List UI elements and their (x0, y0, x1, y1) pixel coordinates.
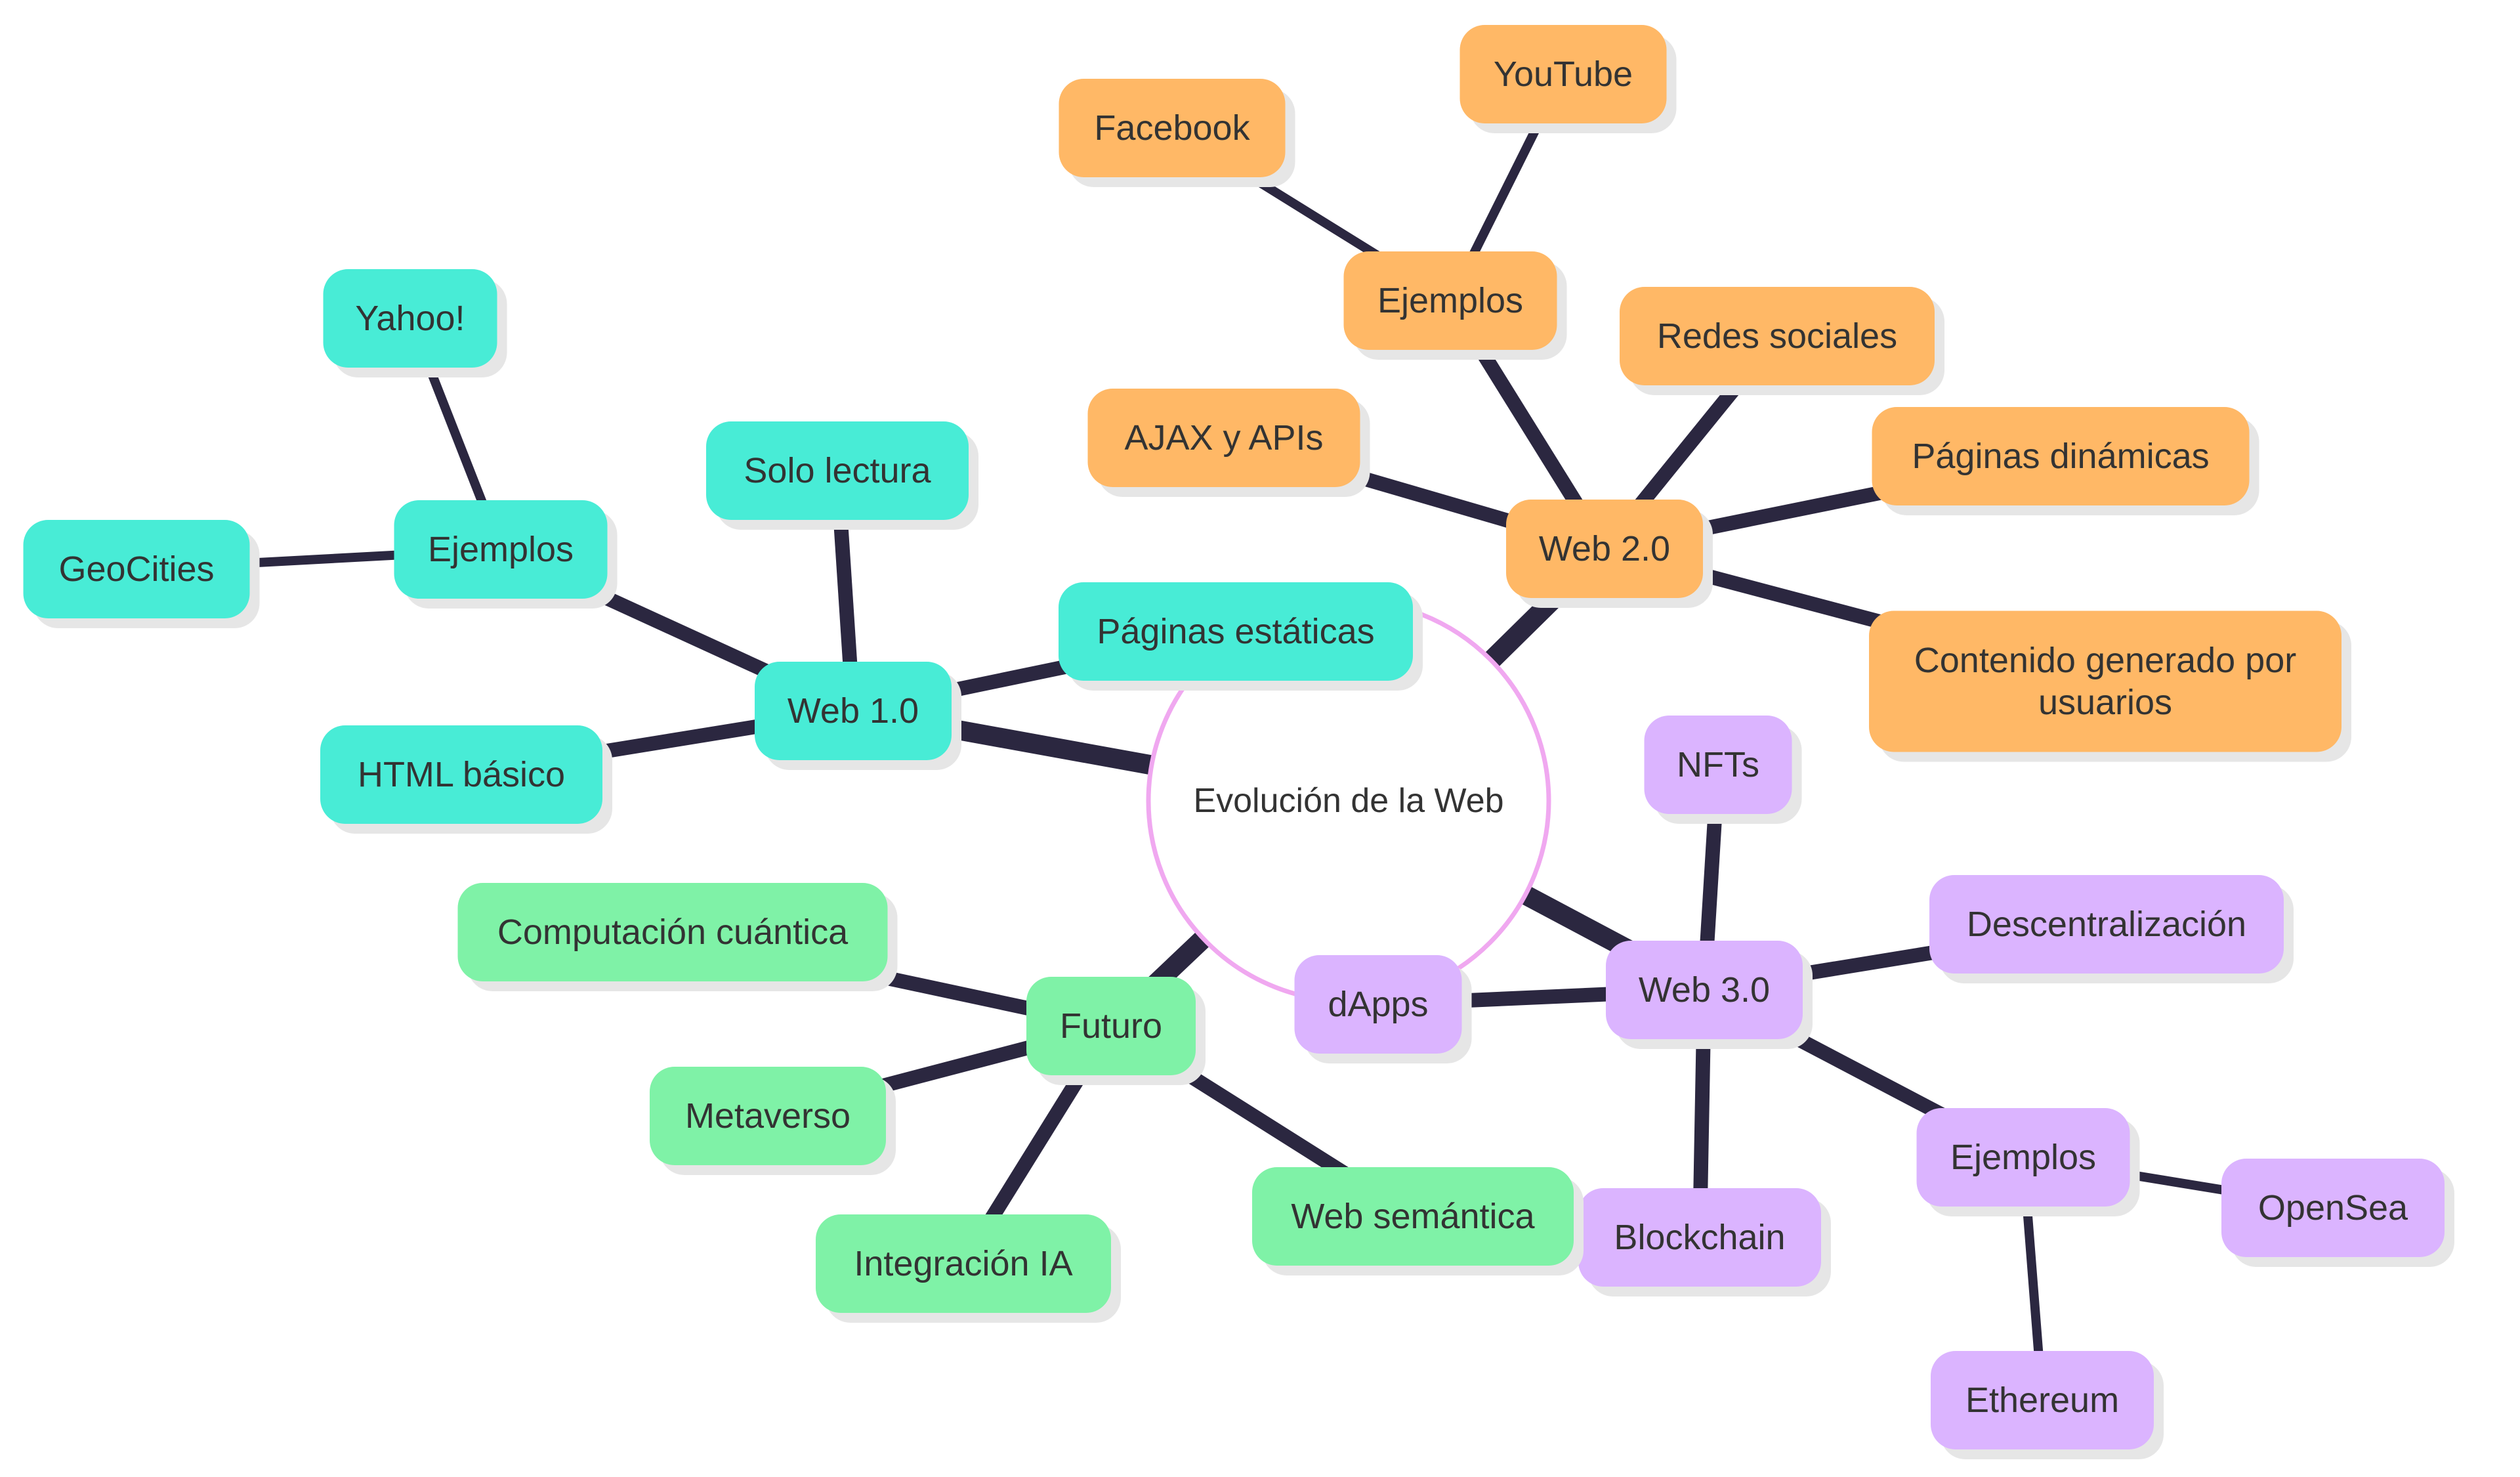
node-label: Ejemplos (1950, 1138, 2096, 1177)
node-label: Ejemplos (1377, 281, 1523, 320)
node-box (1869, 610, 2342, 752)
node-web2[interactable]: Web 2.0 (1506, 500, 1713, 608)
node-label: Redes sociales (1657, 316, 1897, 356)
node-futuro_cuantica[interactable]: Computación cuántica (457, 883, 898, 991)
node-label: HTML básico (358, 755, 565, 794)
node-box (1059, 582, 1413, 681)
node-web1_solo[interactable]: Solo lectura (706, 421, 978, 530)
node-label: Integración IA (854, 1244, 1072, 1283)
node-box (1578, 1188, 1821, 1287)
node-futuro_semantica[interactable]: Web semántica (1252, 1167, 1584, 1275)
node-box (1644, 716, 1792, 814)
node-label: Web 2.0 (1539, 529, 1670, 568)
node-box (1929, 875, 2284, 974)
node-label: Yahoo! (355, 299, 465, 338)
node-label: Web 3.0 (1639, 970, 1770, 1010)
node-box (2221, 1159, 2445, 1257)
node-label: YouTube (1494, 54, 1633, 94)
node-box (1606, 941, 1803, 1039)
node-web3_descentral[interactable]: Descentralización (1929, 875, 2294, 983)
node-web1_html[interactable]: HTML básico (320, 725, 612, 834)
node-root-label: Evolución de la Web (1193, 782, 1503, 820)
node-box (816, 1214, 1111, 1313)
node-label: Facebook (1094, 108, 1250, 148)
node-web1_ejemplos[interactable]: Ejemplos (394, 500, 618, 609)
node-web3[interactable]: Web 3.0 (1606, 941, 1813, 1049)
node-web1_yahoo[interactable]: Yahoo! (323, 269, 507, 377)
node-futuro[interactable]: Futuro (1026, 977, 1206, 1085)
node-box (755, 662, 952, 760)
node-web3_opensea[interactable]: OpenSea (2221, 1159, 2454, 1267)
node-web2_ajax[interactable]: AJAX y APIs (1087, 389, 1370, 497)
node-label: Páginas estáticas (1097, 612, 1374, 651)
node-box (650, 1067, 886, 1165)
node-box (1026, 977, 1196, 1075)
node-box (1506, 500, 1703, 598)
node-label: dApps (1328, 985, 1428, 1024)
node-label: Web semántica (1291, 1197, 1535, 1236)
node-web2_dinamicas[interactable]: Páginas dinámicas (1872, 407, 2259, 515)
node-box (1931, 1351, 2154, 1449)
node-label: Web 1.0 (788, 691, 919, 731)
node-web3_ethereum[interactable]: Ethereum (1931, 1351, 2164, 1459)
node-web2_facebook[interactable]: Facebook (1059, 79, 1295, 187)
node-label: Páginas dinámicas (1912, 437, 2209, 476)
node-web1[interactable]: Web 1.0 (755, 662, 961, 770)
node-box (1460, 25, 1667, 123)
node-label: AJAX y APIs (1124, 418, 1323, 458)
node-futuro_ia[interactable]: Integración IA (816, 1214, 1121, 1323)
node-box (706, 421, 969, 520)
node-label: Solo lectura (744, 451, 931, 490)
node-box (394, 500, 608, 599)
node-label: Futuro (1060, 1006, 1162, 1046)
node-label: Computación cuántica (497, 912, 849, 952)
node-label: OpenSea (2258, 1188, 2408, 1228)
node-label: Blockchain (1614, 1218, 1785, 1257)
node-box (323, 269, 497, 368)
node-web1_paginas[interactable]: Páginas estáticas (1059, 582, 1423, 691)
node-web3_ejemplos[interactable]: Ejemplos (1916, 1108, 2140, 1216)
node-web3_blockchain[interactable]: Blockchain (1578, 1188, 1831, 1296)
node-box (1620, 287, 1935, 385)
node-web2_youtube[interactable]: YouTube (1460, 25, 1677, 133)
node-box (1916, 1108, 2130, 1207)
node-web2_ejemplos[interactable]: Ejemplos (1343, 251, 1567, 360)
node-label: NFTs (1677, 745, 1759, 784)
node-box (1343, 251, 1557, 350)
node-box (1294, 955, 1462, 1054)
node-label: GeoCities (58, 549, 214, 589)
node-web1_geocities[interactable]: GeoCities (23, 520, 260, 628)
node-web3_nfts[interactable]: NFTs (1644, 716, 1802, 824)
node-label: Metaverso (685, 1096, 850, 1136)
node-box (1087, 389, 1360, 487)
node-web3_dapps[interactable]: dApps (1294, 955, 1472, 1063)
mindmap-nodes: Evolución de la Web Web 1.0 Páginas estáti… (23, 25, 2454, 1459)
node-box (1252, 1167, 1574, 1266)
node-box (1059, 79, 1286, 177)
node-label: Ejemplos (428, 530, 574, 569)
node-web2_redes[interactable]: Redes sociales (1620, 287, 1944, 395)
node-label: Descentralización (1967, 905, 2246, 944)
node-box (457, 883, 888, 981)
node-futuro_metaverso[interactable]: Metaverso (650, 1067, 896, 1175)
node-label: Ethereum (1965, 1381, 2119, 1420)
node-box (320, 725, 602, 824)
node-box (23, 520, 250, 618)
node-box (1872, 407, 2250, 505)
